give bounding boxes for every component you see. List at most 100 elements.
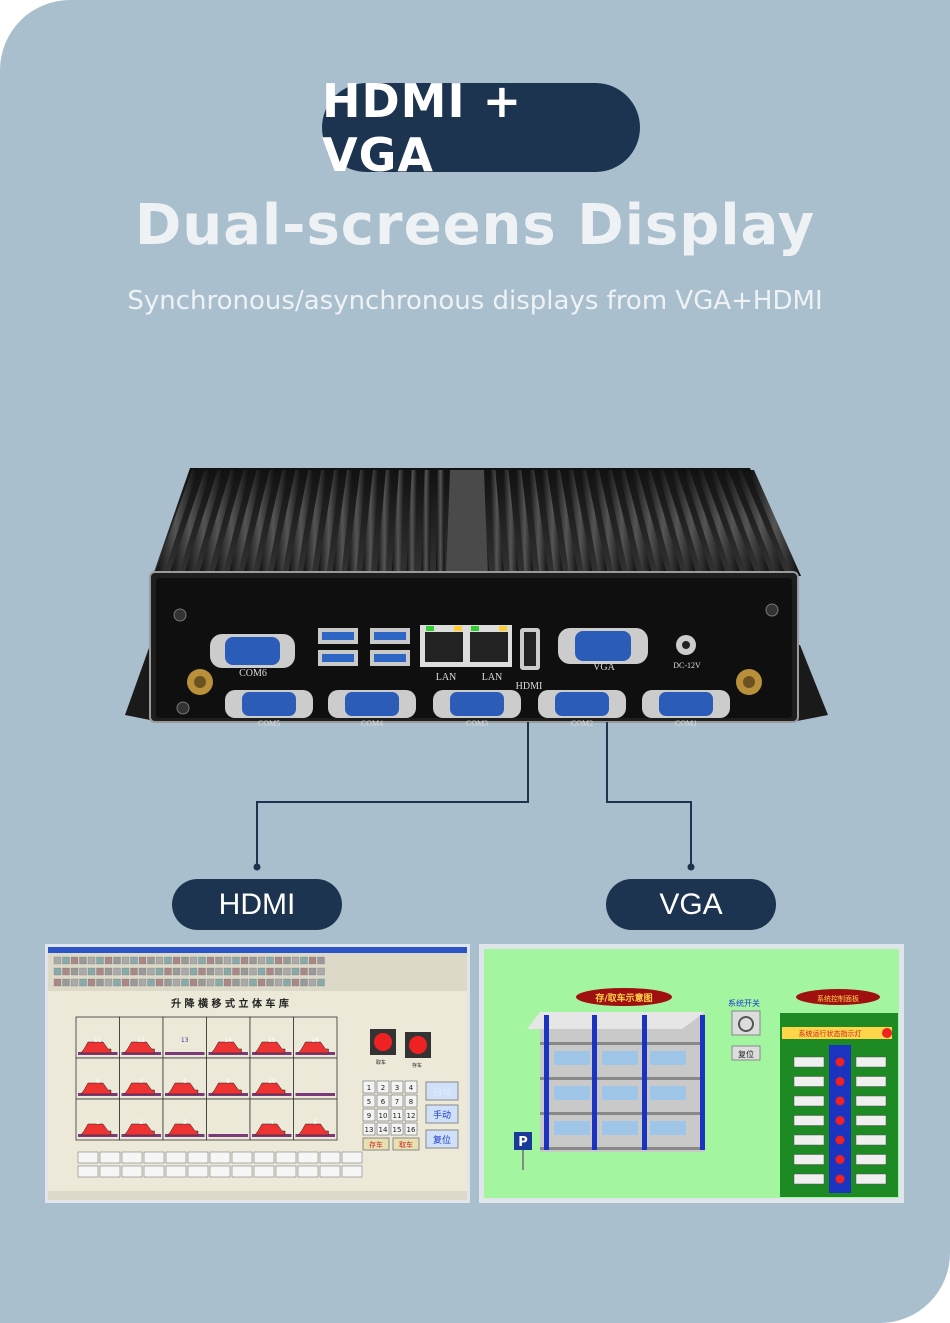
toolbar-icon[interactable] <box>249 978 257 987</box>
toolbar-icon[interactable] <box>164 967 172 976</box>
toolbar-icon[interactable] <box>121 967 130 976</box>
toolbar-icon[interactable] <box>104 956 113 965</box>
toolbar-icon[interactable] <box>215 956 223 965</box>
toolbar-icon[interactable] <box>223 956 232 965</box>
toolbar-icon[interactable] <box>189 978 198 987</box>
toolbar-icon[interactable] <box>206 967 215 976</box>
toolbar-icon[interactable] <box>198 978 206 987</box>
toolbar-icon[interactable] <box>189 956 198 965</box>
toolbar-icon[interactable] <box>240 956 249 965</box>
panel-button[interactable] <box>855 1076 887 1087</box>
toolbar-icon[interactable] <box>249 967 257 976</box>
toolbar-icon[interactable] <box>181 967 189 976</box>
keypad-key[interactable] <box>390 1094 404 1108</box>
toolbar-icon[interactable] <box>181 956 189 965</box>
toolbar-icon[interactable] <box>291 967 300 976</box>
toolbar-icon[interactable] <box>147 978 155 987</box>
toolbar-icon[interactable] <box>121 978 130 987</box>
toolbar-icon[interactable] <box>240 967 249 976</box>
toolbar-icon[interactable] <box>274 956 283 965</box>
toolbar-icon[interactable] <box>232 967 240 976</box>
control-button[interactable] <box>297 1165 319 1178</box>
toolbar-icon[interactable] <box>79 978 87 987</box>
toolbar-icon[interactable] <box>215 978 223 987</box>
store-action-button[interactable]: 存车 <box>369 1140 383 1149</box>
toolbar-icon[interactable] <box>274 967 283 976</box>
toolbar-icon[interactable] <box>87 978 96 987</box>
panel-button[interactable] <box>793 1076 825 1087</box>
panel-button[interactable] <box>855 1134 887 1146</box>
toolbar-icon[interactable] <box>317 956 325 965</box>
toolbar-icon[interactable] <box>104 967 113 976</box>
control-button[interactable] <box>121 1151 143 1164</box>
keypad-key[interactable] <box>376 1108 390 1122</box>
toolbar-icon[interactable] <box>283 967 291 976</box>
reset-button[interactable]: 复位 <box>433 1134 451 1146</box>
control-button[interactable] <box>253 1165 275 1178</box>
control-button[interactable] <box>99 1165 121 1178</box>
toolbar-icon[interactable] <box>266 956 274 965</box>
toolbar-icon[interactable] <box>300 978 308 987</box>
toolbar-icon[interactable] <box>87 956 96 965</box>
control-button[interactable] <box>121 1165 143 1178</box>
control-button[interactable] <box>231 1165 253 1178</box>
control-button[interactable] <box>253 1151 275 1164</box>
toolbar-icon[interactable] <box>257 967 266 976</box>
control-button[interactable] <box>275 1165 297 1178</box>
toolbar-icon[interactable] <box>283 978 291 987</box>
control-button[interactable] <box>319 1165 341 1178</box>
toolbar-icon[interactable] <box>291 978 300 987</box>
toolbar-icon[interactable] <box>62 956 70 965</box>
toolbar-icon[interactable] <box>206 956 215 965</box>
control-button[interactable] <box>341 1165 363 1178</box>
toolbar-icon[interactable] <box>232 956 240 965</box>
toolbar-icon[interactable] <box>96 956 104 965</box>
toolbar-icon[interactable] <box>206 978 215 987</box>
take-action-button[interactable]: 取车 <box>399 1140 413 1149</box>
toolbar-icon[interactable] <box>138 956 147 965</box>
toolbar-icon[interactable] <box>62 967 70 976</box>
control-button[interactable] <box>319 1151 341 1164</box>
toolbar-icon[interactable] <box>181 978 189 987</box>
toolbar-icon[interactable] <box>96 967 104 976</box>
panel-button[interactable] <box>793 1173 825 1185</box>
panel-button[interactable] <box>793 1154 825 1165</box>
toolbar-icon[interactable] <box>172 967 181 976</box>
toolbar-icon[interactable] <box>283 956 291 965</box>
toolbar-icon[interactable] <box>300 956 308 965</box>
toolbar-icon[interactable] <box>266 967 274 976</box>
keypad-key[interactable] <box>404 1108 418 1122</box>
panel-button[interactable] <box>793 1134 825 1146</box>
panel-button[interactable] <box>855 1154 887 1165</box>
toolbar-icon[interactable] <box>198 956 206 965</box>
toolbar-icon[interactable] <box>172 978 181 987</box>
toolbar-icon[interactable] <box>164 956 172 965</box>
keypad-key[interactable] <box>404 1094 418 1108</box>
toolbar-icon[interactable] <box>138 978 147 987</box>
vga-reset-button[interactable]: 复位 <box>738 1049 754 1059</box>
toolbar-icon[interactable] <box>240 978 249 987</box>
keypad-key[interactable] <box>404 1080 418 1094</box>
keypad-key[interactable] <box>390 1122 404 1136</box>
toolbar-icon[interactable] <box>155 967 164 976</box>
toolbar-icon[interactable] <box>215 967 223 976</box>
control-button[interactable] <box>77 1151 99 1164</box>
toolbar-icon[interactable] <box>79 956 87 965</box>
keypad-key[interactable] <box>404 1122 418 1136</box>
keypad-key[interactable] <box>390 1108 404 1122</box>
control-button[interactable] <box>209 1165 231 1178</box>
control-button[interactable] <box>275 1151 297 1164</box>
panel-button[interactable] <box>793 1115 825 1126</box>
toolbar-icon[interactable] <box>274 978 283 987</box>
toolbar-icon[interactable] <box>257 978 266 987</box>
toolbar-icon[interactable] <box>53 956 62 965</box>
toolbar-icon[interactable] <box>223 967 232 976</box>
control-button[interactable] <box>143 1165 165 1178</box>
auto-button[interactable]: 自动 <box>433 1086 451 1098</box>
control-button[interactable] <box>187 1151 209 1164</box>
control-button[interactable] <box>165 1151 187 1164</box>
toolbar-icon[interactable] <box>308 967 317 976</box>
toolbar-icon[interactable] <box>113 956 121 965</box>
toolbar-icon[interactable] <box>62 978 70 987</box>
toolbar-icon[interactable] <box>121 956 130 965</box>
